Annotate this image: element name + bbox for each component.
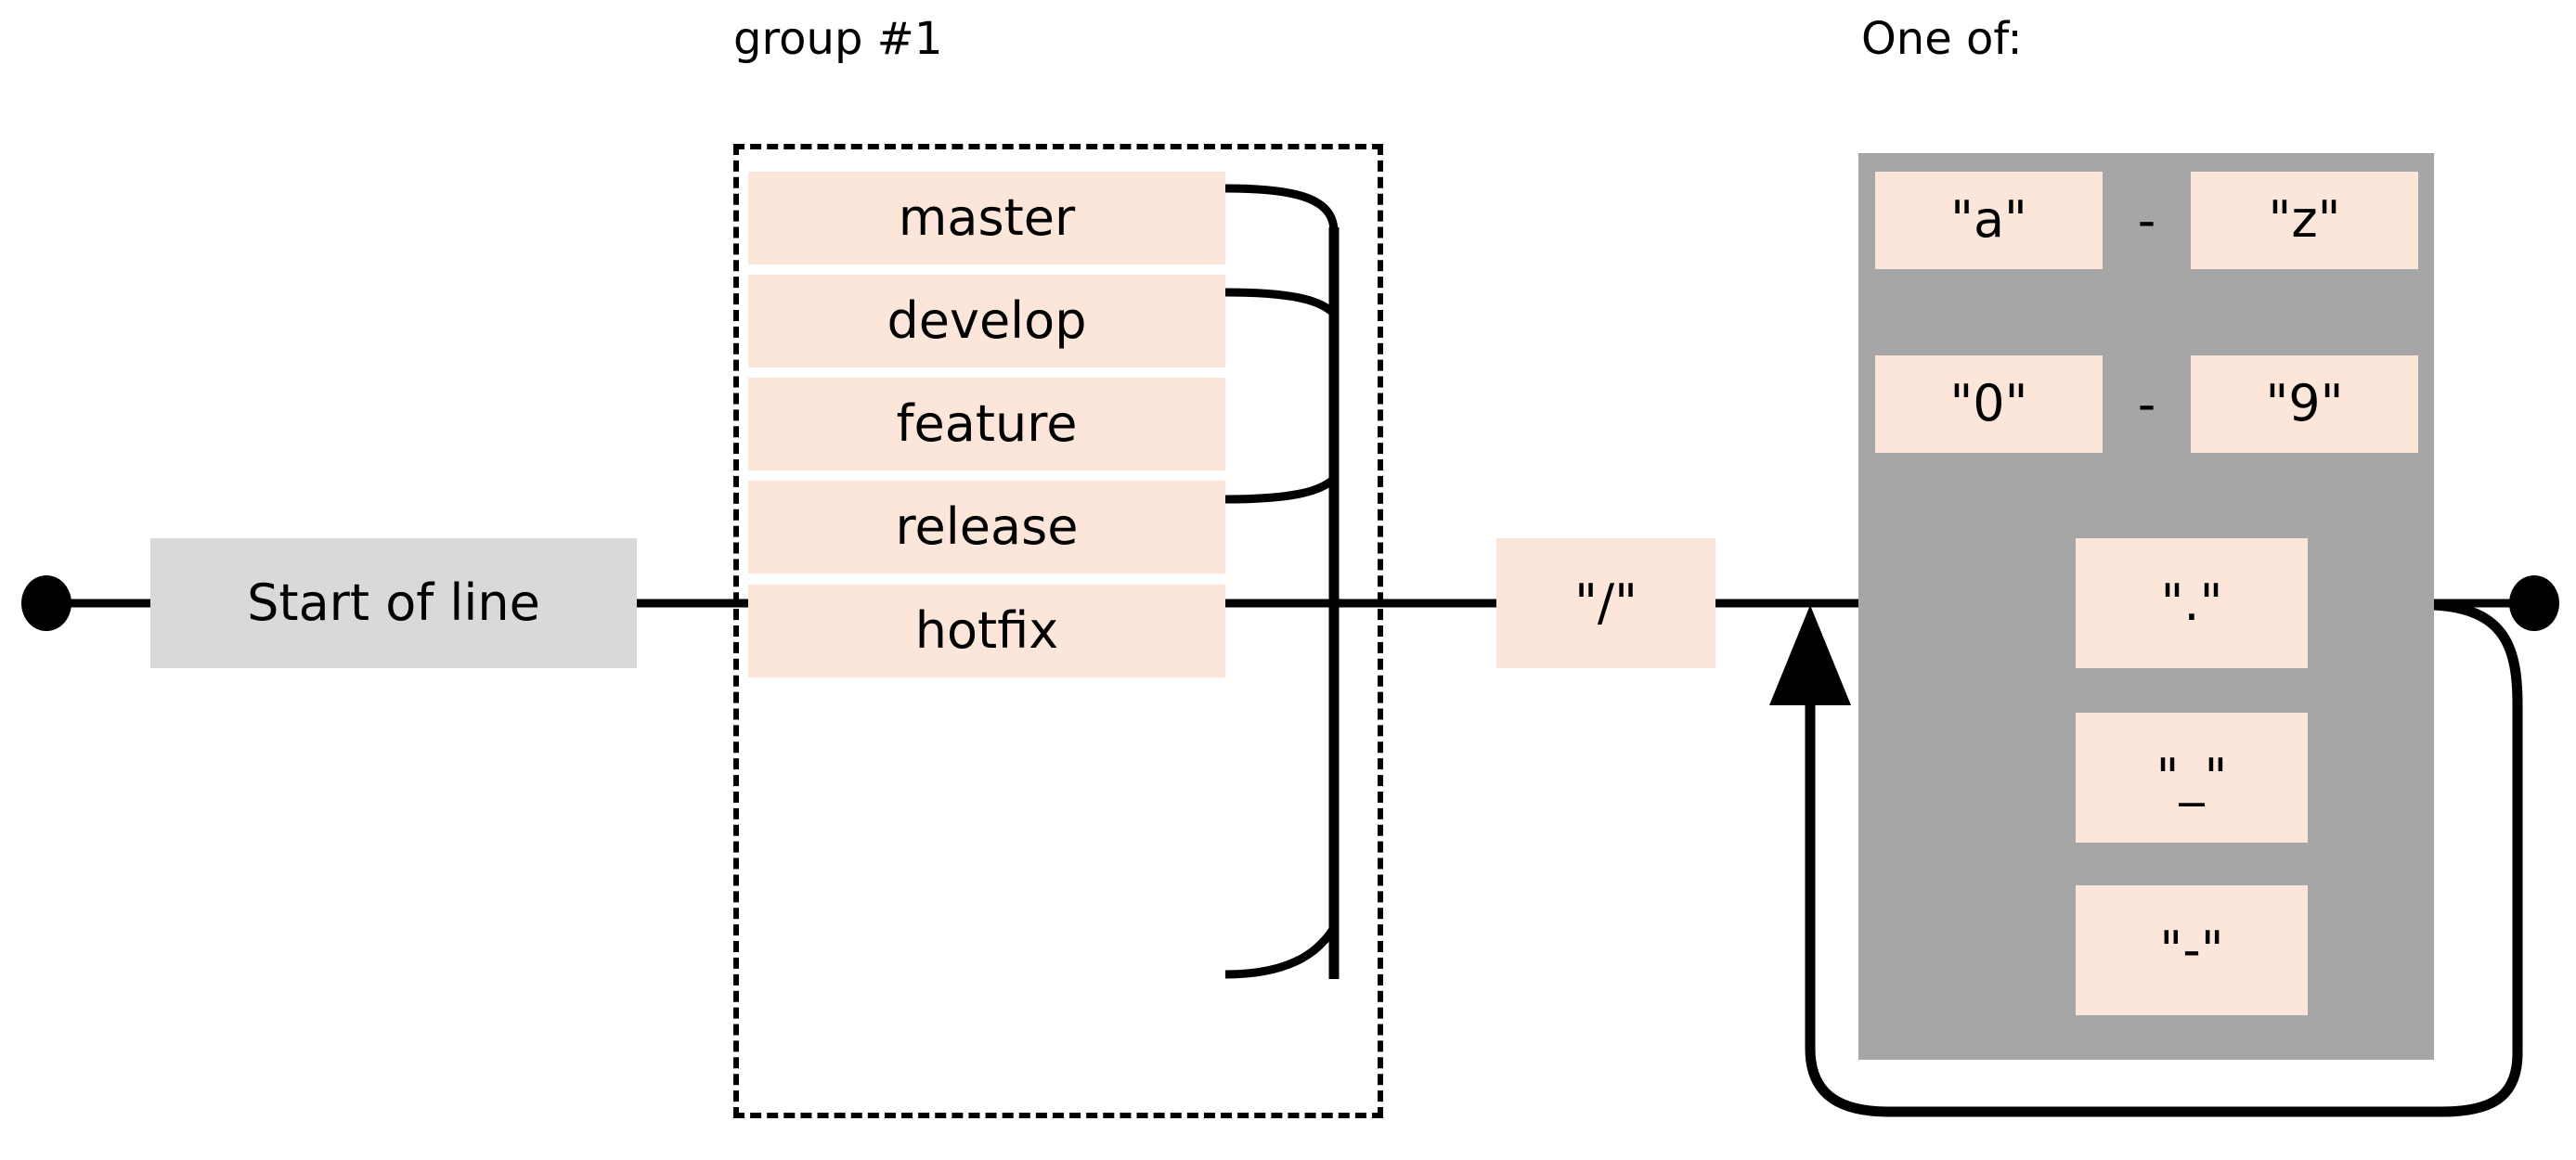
group-alt-release[interactable]: release xyxy=(748,481,1225,574)
anchor-start-of-line[interactable]: Start of line xyxy=(150,538,637,668)
group-alt-feature[interactable]: feature xyxy=(748,378,1225,470)
rail-merge-master xyxy=(1224,184,1339,233)
charclass-single-hyphen[interactable]: "-" xyxy=(2076,885,2308,1015)
charclass-range-2-dash: - xyxy=(2137,375,2156,433)
group-alt-master-label: master xyxy=(898,187,1076,247)
charclass-range-1-from-label: "a" xyxy=(1950,190,2027,250)
charclass-range-1-from[interactable]: "a" xyxy=(1875,172,2103,269)
charclass-range-1-to[interactable]: "z" xyxy=(2191,172,2418,269)
rail-merge-hotfix xyxy=(1224,925,1338,979)
anchor-start-of-line-label: Start of line xyxy=(247,573,540,632)
group-alt-develop-label: develop xyxy=(887,290,1087,350)
charclass-range-1-to-label: "z" xyxy=(2268,190,2341,250)
charclass-caption: One of: xyxy=(1861,13,2023,65)
end-dot xyxy=(2509,575,2559,631)
literal-slash-label: "/" xyxy=(1574,573,1638,632)
group-caption: group #1 xyxy=(733,13,943,65)
group-1-container xyxy=(733,144,1383,1118)
group-alt-master[interactable]: master xyxy=(748,172,1225,264)
charclass-range-2-to-label: "9" xyxy=(2265,374,2344,433)
charclass-single-dot[interactable]: "." xyxy=(2076,538,2308,668)
repeat-loop-arrowhead xyxy=(1769,605,1851,705)
group-alt-hotfix-label: hotfix xyxy=(914,600,1059,660)
charclass-range-2-from-label: "0" xyxy=(1949,374,2028,433)
group-alt-develop[interactable]: develop xyxy=(748,275,1225,367)
group-alt-feature-label: feature xyxy=(896,393,1078,453)
rail-repeat-loop xyxy=(1805,599,2523,1117)
rail-merge-release xyxy=(1224,475,1338,504)
charclass-range-2-from[interactable]: "0" xyxy=(1875,355,2103,453)
rail-merge-develop xyxy=(1224,288,1338,317)
charclass-single-underscore[interactable]: "_" xyxy=(2076,713,2308,843)
group-alt-hotfix[interactable]: hotfix xyxy=(748,585,1225,677)
charclass-single-underscore-label: "_" xyxy=(2155,747,2228,806)
charclass-range-1-dash: - xyxy=(2137,191,2156,250)
group-alt-release-label: release xyxy=(895,496,1079,556)
charclass-single-hyphen-label: "-" xyxy=(2159,920,2224,979)
start-dot xyxy=(21,575,71,631)
charclass-range-2-to[interactable]: "9" xyxy=(2191,355,2418,453)
charclass-single-dot-label: "." xyxy=(2160,573,2223,632)
literal-slash[interactable]: "/" xyxy=(1496,538,1715,668)
